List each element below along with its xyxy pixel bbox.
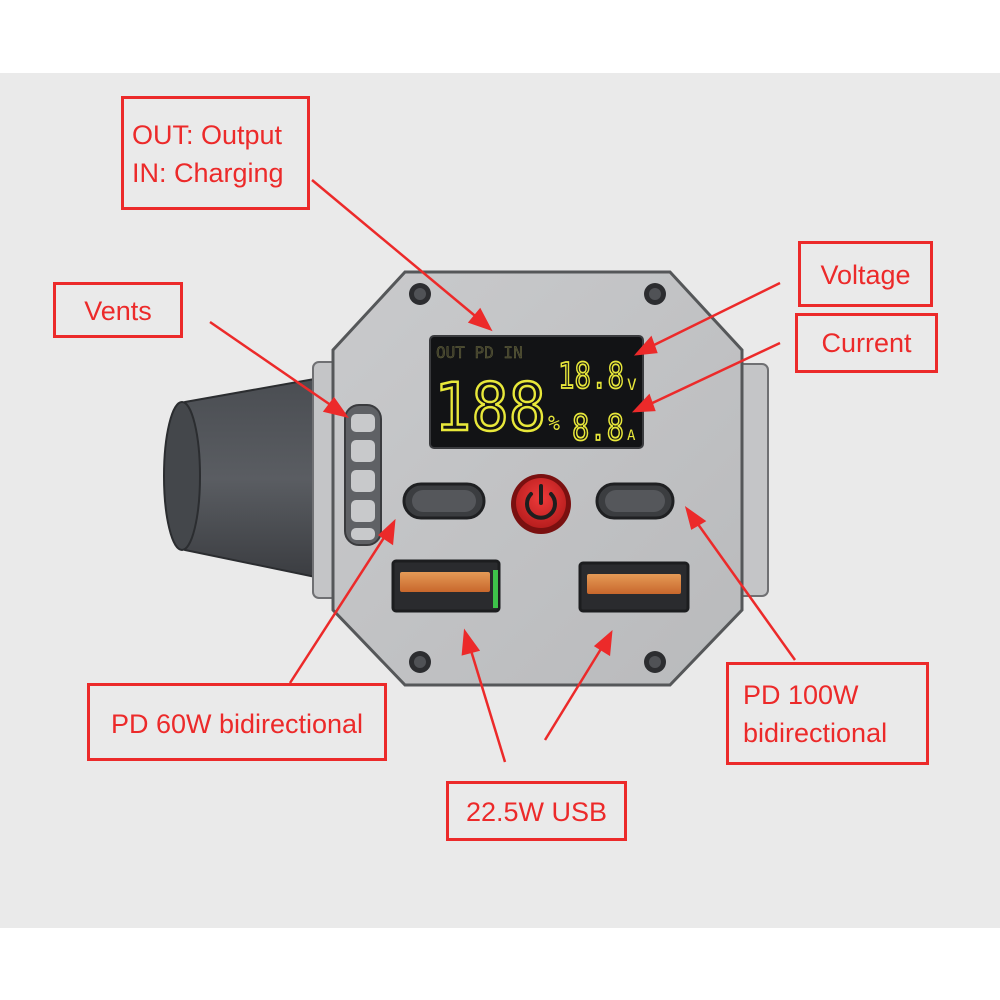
callout-voltage-label: Voltage xyxy=(820,260,911,290)
callout-out-in: OUT: Output IN: Charging xyxy=(121,96,310,210)
lcd-indicators: OUT PD IN xyxy=(436,343,523,362)
callout-pd100-line2: bidirectional xyxy=(743,718,888,748)
vents xyxy=(344,404,382,546)
usb-port-right[interactable] xyxy=(578,561,690,613)
callout-out-in-line2: IN: Charging xyxy=(132,158,284,188)
usb-port-left[interactable] xyxy=(391,559,501,613)
lcd-voltage-digits: 18.8 xyxy=(558,356,624,397)
callout-usb-label: 22.5W USB xyxy=(465,797,608,827)
lcd-percent-unit: % xyxy=(548,411,560,435)
lcd-voltage-unit: V xyxy=(627,375,637,394)
lcd-current-unit: A xyxy=(627,428,636,444)
callout-current: Current xyxy=(795,313,938,373)
power-button[interactable] xyxy=(511,474,571,534)
callout-vents: Vents xyxy=(53,282,183,338)
power-icon xyxy=(525,484,557,520)
rear-handle xyxy=(163,361,354,599)
callout-vents-label: Vents xyxy=(84,296,152,326)
callout-arrows xyxy=(209,179,797,763)
callout-out-in-line1: OUT: Output xyxy=(132,120,283,150)
callout-pd60: PD 60W bidirectional xyxy=(87,683,387,761)
callout-voltage: Voltage xyxy=(798,241,933,307)
callout-usb: 22.5W USB xyxy=(446,781,627,841)
lcd-display: OUT PD IN 188 % 18.8 V 8.8 A xyxy=(429,335,644,450)
lcd-percent-digits: 188 xyxy=(434,369,546,446)
left-button[interactable] xyxy=(402,482,486,520)
screw-icon xyxy=(409,283,666,673)
right-button[interactable] xyxy=(595,482,675,520)
callout-pd100-line1: PD 100W xyxy=(743,680,859,710)
callout-pd60-label: PD 60W bidirectional xyxy=(110,709,364,739)
callout-pd100: PD 100W bidirectional xyxy=(726,662,929,765)
callout-current-label: Current xyxy=(821,328,912,358)
lcd-current-digits: 8.8 xyxy=(572,408,624,449)
